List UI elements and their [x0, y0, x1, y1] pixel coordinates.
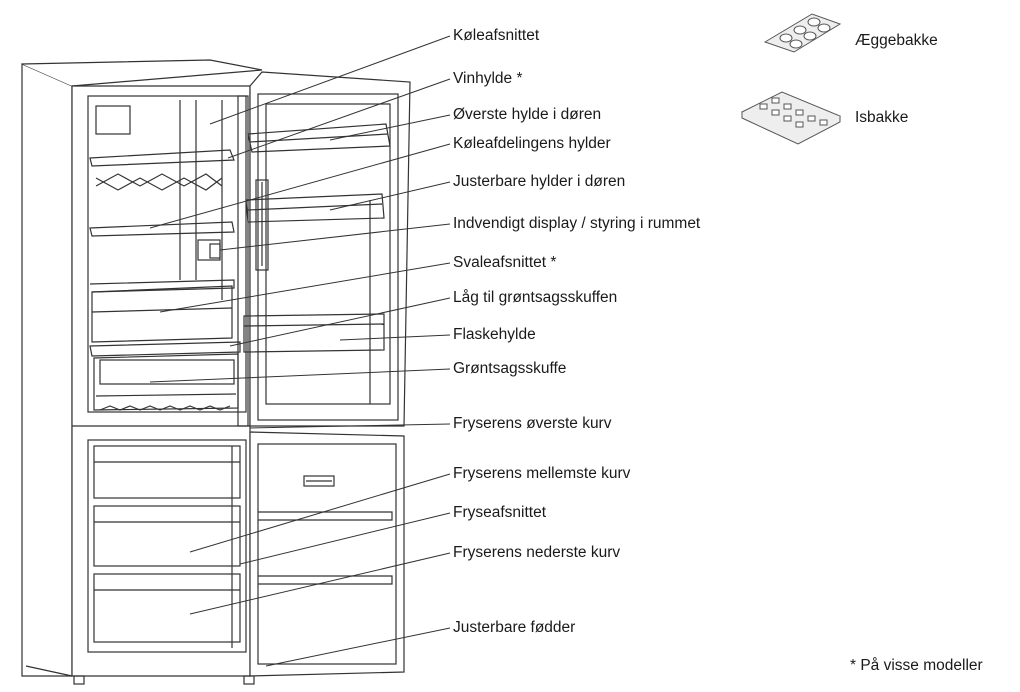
cabinet-body: [21, 59, 263, 677]
label-flaskehylde: Flaskehylde: [453, 326, 536, 343]
upper-door: [237, 71, 411, 427]
label-fryserens-overste-kurv: Fryserens øverste kurv: [453, 415, 612, 432]
ice-tray-icon: [740, 91, 842, 145]
label-grontsagsskuffe: Grøntsagsskuffe: [453, 360, 567, 377]
freezer-interior: [93, 445, 241, 648]
label-laag-gront: Låg til grøntsagsskuffen: [453, 289, 618, 306]
leader-lines: [149, 35, 451, 667]
label-koleafdelingens-hylder: Køleafdelingens hylder: [453, 135, 611, 152]
lower-door: [249, 431, 405, 677]
label-vinhylde: Vinhylde *: [453, 70, 523, 87]
label-aeggebakke: Æggebakke: [855, 32, 938, 49]
label-justerbare-hylder-doren: Justerbare hylder i døren: [453, 173, 626, 190]
label-fryserens-mellemste-kurv: Fryserens mellemste kurv: [453, 465, 631, 482]
label-fryseafsnittet: Fryseafsnittet: [453, 504, 547, 521]
label-fryserens-nederste-kurv: Fryserens nederste kurv: [453, 544, 621, 561]
label-justerbare-fodder: Justerbare fødder: [453, 619, 576, 636]
label-koleafsnittet: Køleafsnittet: [453, 27, 540, 44]
label-isbakke: Isbakke: [855, 109, 909, 126]
adjustable-feet: [73, 675, 255, 685]
fridge-interior: [89, 100, 241, 411]
footnote: * På visse modeller: [850, 657, 983, 674]
label-indvendigt-display: Indvendigt display / styring i rummet: [453, 215, 701, 232]
egg-tray-icon: [763, 13, 842, 53]
label-svaleafsnittet: Svaleafsnittet *: [453, 254, 557, 271]
label-overste-hylde-doren: Øverste hylde i døren: [453, 106, 602, 123]
